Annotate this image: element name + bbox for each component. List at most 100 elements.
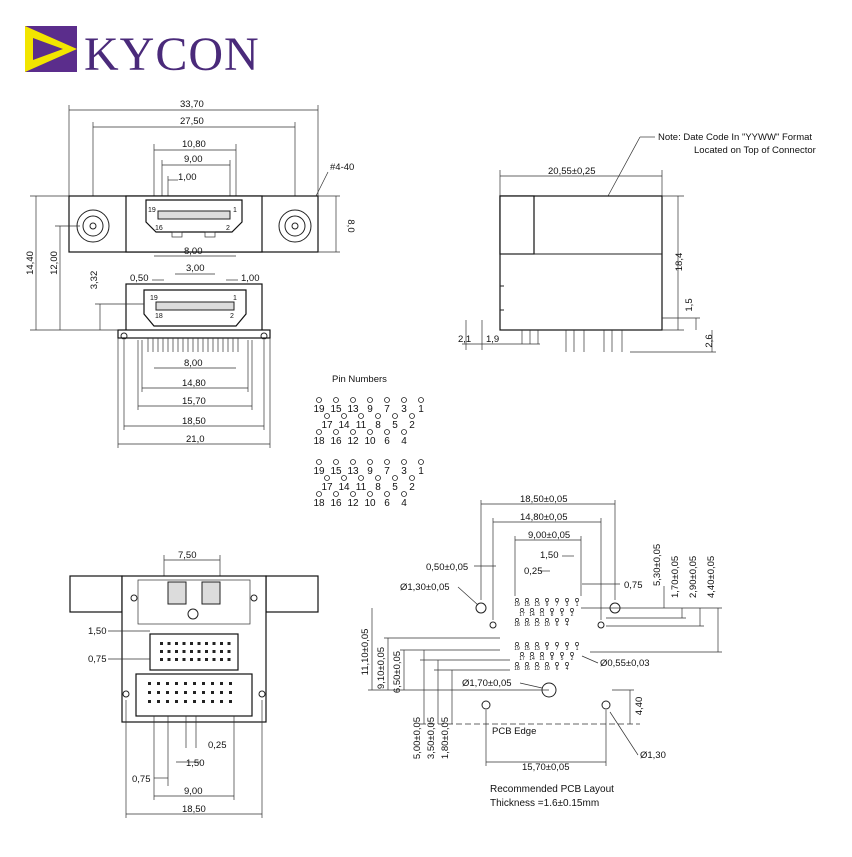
pin-marker [418, 459, 424, 465]
pcb-dim-w-1850: 18,50±0,05 [520, 494, 567, 505]
screw-post-right [278, 209, 312, 243]
bottom-pin-square [220, 691, 223, 694]
pin-marker [392, 475, 398, 481]
bottom-pin-square [220, 658, 223, 661]
pcb-dim-v-180: 1,80±0,05 [440, 717, 451, 759]
dim-h-1200: 12,00 [49, 251, 60, 275]
bottom-pin-square [166, 691, 169, 694]
pin-number-label: 12 [347, 498, 359, 509]
dim-bottom-1850: 18,50 [182, 804, 206, 815]
dim-bottom-150b: 1,50 [186, 758, 205, 769]
pin-marker [384, 397, 390, 403]
pin-number-label: 15 [330, 404, 342, 415]
pin-marker [392, 413, 398, 419]
bottom-lower-pin-grid [135, 673, 253, 717]
pcb-dim-v-440b: 4,40 [634, 697, 645, 716]
pin-number-label: 3 [401, 466, 407, 477]
bottom-pin-square [220, 700, 223, 703]
bottom-pin-square [182, 658, 186, 661]
pcb-pad [555, 618, 559, 622]
pcb-edge-label: PCB Edge [492, 726, 536, 737]
pcb-pad-label: 19 [514, 646, 520, 652]
pcb-layout: 18,50±0,05 14,80±0,05 9,00±0,05 1,50 0,5… [360, 494, 722, 809]
upper-pin-19: 19 [148, 207, 156, 214]
bottom-view: 7,50 1,50 0,75 0,25 1,50 0,75 9,00 [69, 550, 319, 818]
pin-marker [418, 397, 424, 403]
pcb-pad [515, 642, 519, 646]
pin-number-label: 1 [418, 466, 424, 477]
dim-height-8: 8,0 [345, 219, 356, 232]
bottom-pin-square [148, 700, 151, 703]
pcb-pad [525, 662, 529, 666]
dim-w-1850: 18,50 [182, 416, 206, 427]
pin-numbers-title: Pin Numbers [332, 374, 387, 385]
bottom-pin-square [197, 650, 201, 653]
pin-number-label: 19 [313, 466, 325, 477]
pcb-pad [520, 652, 524, 656]
dim-w-1480: 14,80 [182, 378, 206, 389]
bottom-pin-square [193, 691, 196, 694]
bottom-pin-square [211, 700, 214, 703]
pcb-pad [555, 642, 559, 646]
bottom-pin-square [148, 682, 151, 685]
pin-number-label: 13 [347, 404, 359, 415]
pin-marker [333, 397, 339, 403]
pcb-pad [525, 598, 529, 602]
bottom-pin-square [229, 682, 232, 685]
pin-marker [367, 429, 373, 435]
dim-side-height: 18,4 [674, 253, 685, 272]
bottom-pin-square [193, 682, 196, 685]
pcb-dim-w-150: 1,50 [540, 550, 559, 561]
pcb-pad [545, 642, 549, 646]
bottom-pin-square [175, 691, 178, 694]
pin-number-label: 7 [384, 466, 390, 477]
pcb-dim-v-170: 1,70±0,05 [670, 556, 681, 598]
pcb-pad-label: 17 [519, 612, 525, 618]
pcb-dim-v-650: 6,50±0,05 [392, 651, 403, 693]
pcb-pad [530, 652, 534, 656]
pin-number-label: 4 [401, 436, 407, 447]
bottom-pin-square [167, 658, 171, 661]
bottom-pin-square [175, 642, 178, 645]
lower-contact-tongue [155, 301, 235, 311]
dim-pitch-100: 1,00 [241, 273, 260, 284]
pin-marker [367, 459, 373, 465]
pin-number-label: 5 [392, 420, 398, 431]
pcb-pad [545, 662, 549, 666]
pin-marker [316, 491, 322, 497]
lower-pin-2: 2 [230, 313, 234, 320]
pcb-pad [525, 642, 529, 646]
pin-marker [333, 459, 339, 465]
pin-marker [409, 413, 415, 419]
pcb-pad [575, 642, 579, 646]
pcb-dim-d-055: Ø0,55±0,03 [600, 658, 650, 669]
bottom-pin-square [227, 642, 231, 645]
bottom-pin-square [184, 682, 187, 685]
pin-number-label: 11 [356, 482, 367, 493]
logo-text: KYCON [84, 28, 260, 81]
pin-number-label: 18 [313, 436, 325, 447]
pcb-pad [515, 662, 519, 666]
dim-inner-800: 8,00 [184, 358, 203, 369]
dim-h-1440: 14,40 [25, 251, 36, 275]
pin-number-label: 3 [401, 404, 407, 415]
pin-number-label: 14 [338, 482, 350, 493]
pin-marker [375, 413, 381, 419]
pcb-pad-label: 9 [546, 646, 549, 652]
pcb-dim-w-1570: 15,70±0,05 [522, 762, 569, 773]
dim-lower-pin-span: 3,00 [186, 263, 205, 274]
bottom-flange-left [69, 575, 123, 613]
bottom-pin-square [167, 650, 171, 653]
pcb-pad-label: 10 [544, 622, 550, 628]
dim-w-210: 21,0 [186, 434, 205, 445]
pin-number-label: 9 [367, 404, 373, 415]
pin-marker [324, 413, 330, 419]
bottom-pin-square [166, 700, 169, 703]
bottom-pin-square [182, 642, 186, 645]
pcb-pad-label: 7 [556, 646, 559, 652]
pcb-pad-label: 8 [551, 612, 554, 618]
pcb-pad-label: 14 [529, 612, 535, 618]
